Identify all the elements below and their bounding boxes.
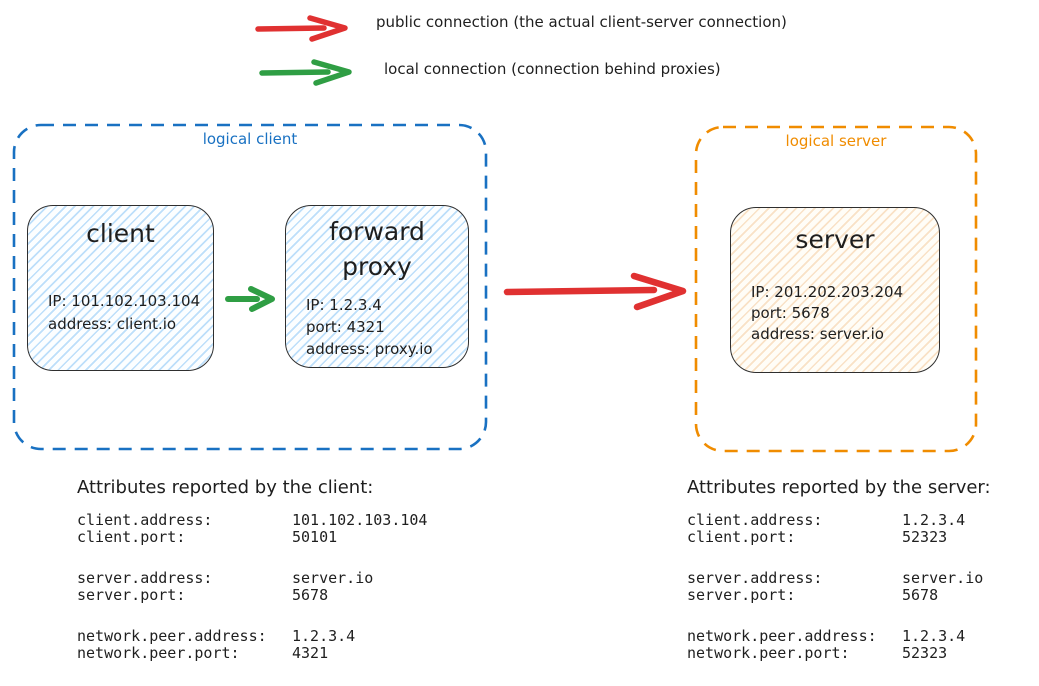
attr-row: server.port: 5678 — [77, 587, 427, 604]
server-node-title: server — [795, 225, 875, 254]
attr-value: 1.2.3.4 — [292, 627, 356, 645]
attr-key: server.port: — [77, 586, 186, 604]
forward-proxy-node: forward proxy IP: 1.2.3.4 port: 4321 add… — [285, 205, 469, 368]
attr-row: client.port: 52323 — [687, 529, 991, 546]
legend-public-label: public connection (the actual client-ser… — [376, 13, 787, 31]
logical-client-label: logical client — [202, 130, 298, 148]
server-ip-line: IP: 201.202.203.204 — [751, 283, 904, 301]
attr-row: client.address: 1.2.3.4 — [687, 512, 991, 529]
client-to-server-arrow-icon — [503, 272, 687, 311]
logical-client-group: logical client client IP: 101.102.103.10… — [12, 123, 488, 451]
attr-row: network.peer.address: 1.2.3.4 — [77, 628, 427, 645]
public-connection-arrow-icon — [255, 15, 348, 42]
client-node: client IP: 101.102.103.104 address: clie… — [27, 205, 214, 371]
attr-value: 4321 — [292, 644, 329, 662]
client-ip-line: IP: 101.102.103.104 — [48, 292, 201, 310]
attr-key: client.address: — [77, 511, 213, 529]
logical-server-group: logical server server IP: 201.202.203.20… — [694, 125, 978, 453]
server-node: server IP: 201.202.203.204 port: 5678 ad… — [730, 207, 940, 373]
forward-proxy-node-details: IP: 1.2.3.4 port: 4321 address: proxy.io — [306, 294, 433, 360]
proxy-address-line: address: proxy.io — [306, 340, 433, 358]
logical-client-border — [12, 123, 488, 451]
server-node-details: IP: 201.202.203.204 port: 5678 address: … — [751, 282, 903, 345]
client-node-title: client — [86, 219, 155, 248]
attr-value: server.io — [902, 569, 984, 587]
attr-row: client.port: 50101 — [77, 529, 427, 546]
client-attributes-section: Attributes reported by the client: clien… — [77, 477, 427, 686]
attr-key: client.port: — [77, 528, 186, 546]
attr-key: client.address: — [687, 511, 823, 529]
attr-key: network.peer.port: — [687, 644, 850, 662]
forward-proxy-node-title: forward proxy — [329, 217, 425, 281]
logical-server-border — [694, 125, 978, 453]
attr-row: network.peer.port: 52323 — [687, 645, 991, 662]
server-attributes-title: Attributes reported by the server: — [687, 477, 991, 498]
client-attrs-group-client: client.address: 101.102.103.104 client.po… — [77, 512, 427, 546]
attr-row: server.address: server.io — [687, 570, 991, 587]
server-address-line: address: server.io — [751, 325, 884, 343]
attr-value: 1.2.3.4 — [902, 511, 966, 529]
attr-value: 5678 — [292, 586, 329, 604]
attr-key: network.peer.address: — [77, 627, 267, 645]
client-attrs-group-network-peer: network.peer.address: 1.2.3.4 network.pee… — [77, 628, 427, 662]
attr-value: 52323 — [902, 528, 948, 546]
attr-value: 50101 — [292, 528, 338, 546]
local-connection-arrow-icon — [259, 59, 352, 86]
client-attributes-title: Attributes reported by the client: — [77, 477, 374, 498]
server-port-line: port: 5678 — [751, 304, 830, 322]
attr-value: 52323 — [902, 644, 948, 662]
server-attrs-group-server: server.address: server.io server.port: 567… — [687, 570, 991, 604]
attr-key: network.peer.port: — [77, 644, 240, 662]
attr-value: server.io — [292, 569, 374, 587]
attr-value: 101.102.103.104 — [292, 511, 428, 529]
attr-key: server.address: — [687, 569, 823, 587]
attr-row: network.peer.address: 1.2.3.4 — [687, 628, 991, 645]
attr-row: client.address: 101.102.103.104 — [77, 512, 427, 529]
attr-key: server.address: — [77, 569, 213, 587]
server-attrs-group-client: client.address: 1.2.3.4 client.port: 52323 — [687, 512, 991, 546]
client-address-line: address: client.io — [48, 315, 177, 333]
client-to-proxy-arrow-icon — [225, 286, 275, 312]
attr-row: server.port: 5678 — [687, 587, 991, 604]
client-attrs-group-server: server.address: server.io server.port: 567… — [77, 570, 427, 604]
attr-key: client.port: — [687, 528, 796, 546]
server-attrs-group-network-peer: network.peer.address: 1.2.3.4 network.pee… — [687, 628, 991, 662]
proxy-port-line: port: 4321 — [306, 318, 385, 336]
server-attributes-section: Attributes reported by the server: clien… — [687, 477, 991, 686]
attr-key: server.port: — [687, 586, 796, 604]
attr-row: server.address: server.io — [77, 570, 427, 587]
attr-value: 1.2.3.4 — [902, 627, 966, 645]
attr-value: 5678 — [902, 586, 939, 604]
proxy-ip-line: IP: 1.2.3.4 — [306, 296, 382, 314]
client-node-details: IP: 101.102.103.104 address: client.io — [48, 290, 200, 336]
attr-key: network.peer.address: — [687, 627, 877, 645]
attr-row: network.peer.port: 4321 — [77, 645, 427, 662]
logical-server-label: logical server — [785, 132, 887, 150]
legend-local-label: local connection (connection behind prox… — [384, 60, 721, 78]
